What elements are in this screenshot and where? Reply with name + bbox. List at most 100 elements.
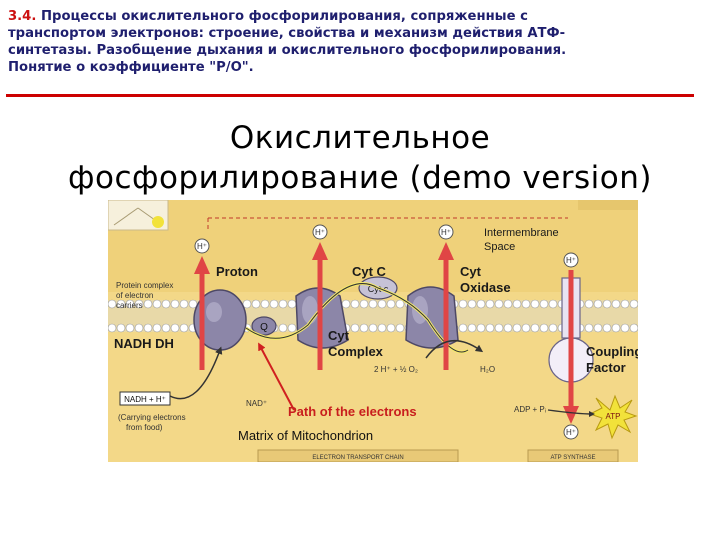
- protein-complex-label-1: Protein complex: [116, 281, 173, 290]
- lipid-head: [387, 300, 395, 308]
- lipid-head: [144, 324, 152, 332]
- membrane-bilayer: [108, 300, 638, 332]
- adp-label: ADP + Pᵢ: [514, 405, 546, 414]
- lipid-head: [468, 300, 476, 308]
- h-plus-label-5: H⁺: [566, 428, 576, 437]
- lipid-head: [288, 300, 296, 308]
- lipid-head: [630, 300, 638, 308]
- header-line-4: Понятие о коэффициенте "P/O".: [8, 59, 698, 76]
- lipid-head: [522, 324, 530, 332]
- lipid-head: [378, 324, 386, 332]
- lipid-head: [396, 324, 404, 332]
- protein-complex-label-2: of electron: [116, 291, 153, 300]
- lipid-head: [387, 324, 395, 332]
- lipid-head: [144, 300, 152, 308]
- lipid-head: [513, 300, 521, 308]
- lipid-head: [477, 324, 485, 332]
- lipid-head: [162, 300, 170, 308]
- header-line-1: 3.4. Процессы окислительного фосфорилиро…: [8, 8, 698, 25]
- lipid-head: [630, 324, 638, 332]
- lipid-head: [261, 300, 269, 308]
- lipid-head: [504, 324, 512, 332]
- lipid-head: [252, 300, 260, 308]
- lipid-head: [360, 324, 368, 332]
- lipid-head: [153, 324, 161, 332]
- carrying-electrons-label-1: (Carrying electrons: [118, 413, 186, 422]
- matrix-label: Matrix of Mitochondrion: [238, 428, 373, 443]
- coupling-factor-label-2: Factor: [586, 360, 626, 375]
- oxidative-phosphorylation-diagram: Q Cyt c H⁺ H⁺ H⁺ H⁺ H⁺: [108, 200, 638, 462]
- diagram-title-line-1: Окислительное: [0, 120, 720, 156]
- lipid-head: [171, 300, 179, 308]
- lipid-head: [621, 300, 629, 308]
- lipid-head: [270, 300, 278, 308]
- lipid-head: [171, 324, 179, 332]
- header-divider: [6, 94, 694, 97]
- atp-burst-label: ATP: [606, 412, 621, 421]
- h-plus-label-1: H⁺: [197, 242, 207, 251]
- intermembrane-label-1: Intermembrane: [484, 227, 559, 239]
- q-label: Q: [260, 322, 268, 333]
- lipid-head: [522, 300, 530, 308]
- lipid-head: [279, 324, 287, 332]
- atp-synthase-caption: ATP SYNTHASE: [550, 455, 595, 461]
- lipid-head: [351, 300, 359, 308]
- lipid-head: [180, 324, 188, 332]
- lipid-head: [594, 300, 602, 308]
- lipid-head: [279, 300, 287, 308]
- cyt-complex-label-1: Cyt: [328, 328, 350, 343]
- lipid-head: [342, 300, 350, 308]
- lipid-head: [621, 324, 629, 332]
- cyt-oxidase-label-2: Oxidase: [460, 280, 511, 295]
- lipid-head: [495, 300, 503, 308]
- water-reaction-label: 2 H⁺ + ½ O₂: [374, 365, 418, 374]
- lipid-head: [288, 324, 296, 332]
- coupling-factor-label-1: Coupling: [586, 344, 638, 359]
- lipid-head: [162, 324, 170, 332]
- water-label: H₂O: [480, 365, 495, 374]
- protein-complex-label-3: carriers: [116, 301, 143, 310]
- lipid-head: [612, 300, 620, 308]
- cyt-complex-label-2: Complex: [328, 344, 384, 359]
- lipid-head: [459, 300, 467, 308]
- nadh-dh-label: NADH DH: [114, 336, 174, 351]
- lipid-head: [585, 300, 593, 308]
- lipid-head: [549, 324, 557, 332]
- header-line-1-text: Процессы окислительного фосфорилирования…: [41, 9, 528, 24]
- lipid-head: [594, 324, 602, 332]
- lipid-head: [513, 324, 521, 332]
- lipid-head: [603, 324, 611, 332]
- lipid-head: [153, 300, 161, 308]
- lipid-head: [585, 324, 593, 332]
- intermembrane-label-2: Space: [484, 241, 515, 253]
- lipid-head: [504, 300, 512, 308]
- header-line-2: транспортом электронов: строение, свойст…: [8, 25, 698, 42]
- lipid-head: [135, 324, 143, 332]
- lipid-head: [531, 300, 539, 308]
- slide-header: 3.4. Процессы окислительного фосфорилиро…: [8, 8, 698, 76]
- lipid-head: [459, 324, 467, 332]
- nadh-box-label: NADH + H⁺: [124, 395, 166, 404]
- h-plus-label-3: H⁺: [441, 228, 451, 237]
- nad-label: NAD⁺: [246, 399, 267, 408]
- lipid-head: [396, 300, 404, 308]
- top-right-strip: [578, 200, 638, 210]
- lipid-head: [540, 300, 548, 308]
- lipid-head: [612, 324, 620, 332]
- lipid-head: [468, 324, 476, 332]
- cyt-c-label: Cyt C: [352, 264, 387, 279]
- lipid-head: [486, 324, 494, 332]
- lipid-head: [378, 300, 386, 308]
- lipid-head: [540, 324, 548, 332]
- section-number: 3.4.: [8, 9, 36, 24]
- lipid-head: [108, 324, 116, 332]
- path-of-electrons-label: Path of the electrons: [288, 404, 417, 419]
- carrying-electrons-label-2: from food): [126, 423, 163, 432]
- lipid-head: [126, 324, 134, 332]
- lipid-head: [369, 300, 377, 308]
- diagram-title-line-2: фосфорилирование (demo version): [0, 160, 720, 196]
- lipid-head: [180, 300, 188, 308]
- h-plus-label-4: H⁺: [566, 256, 576, 265]
- h-plus-label-2: H⁺: [315, 228, 325, 237]
- lipid-head: [486, 300, 494, 308]
